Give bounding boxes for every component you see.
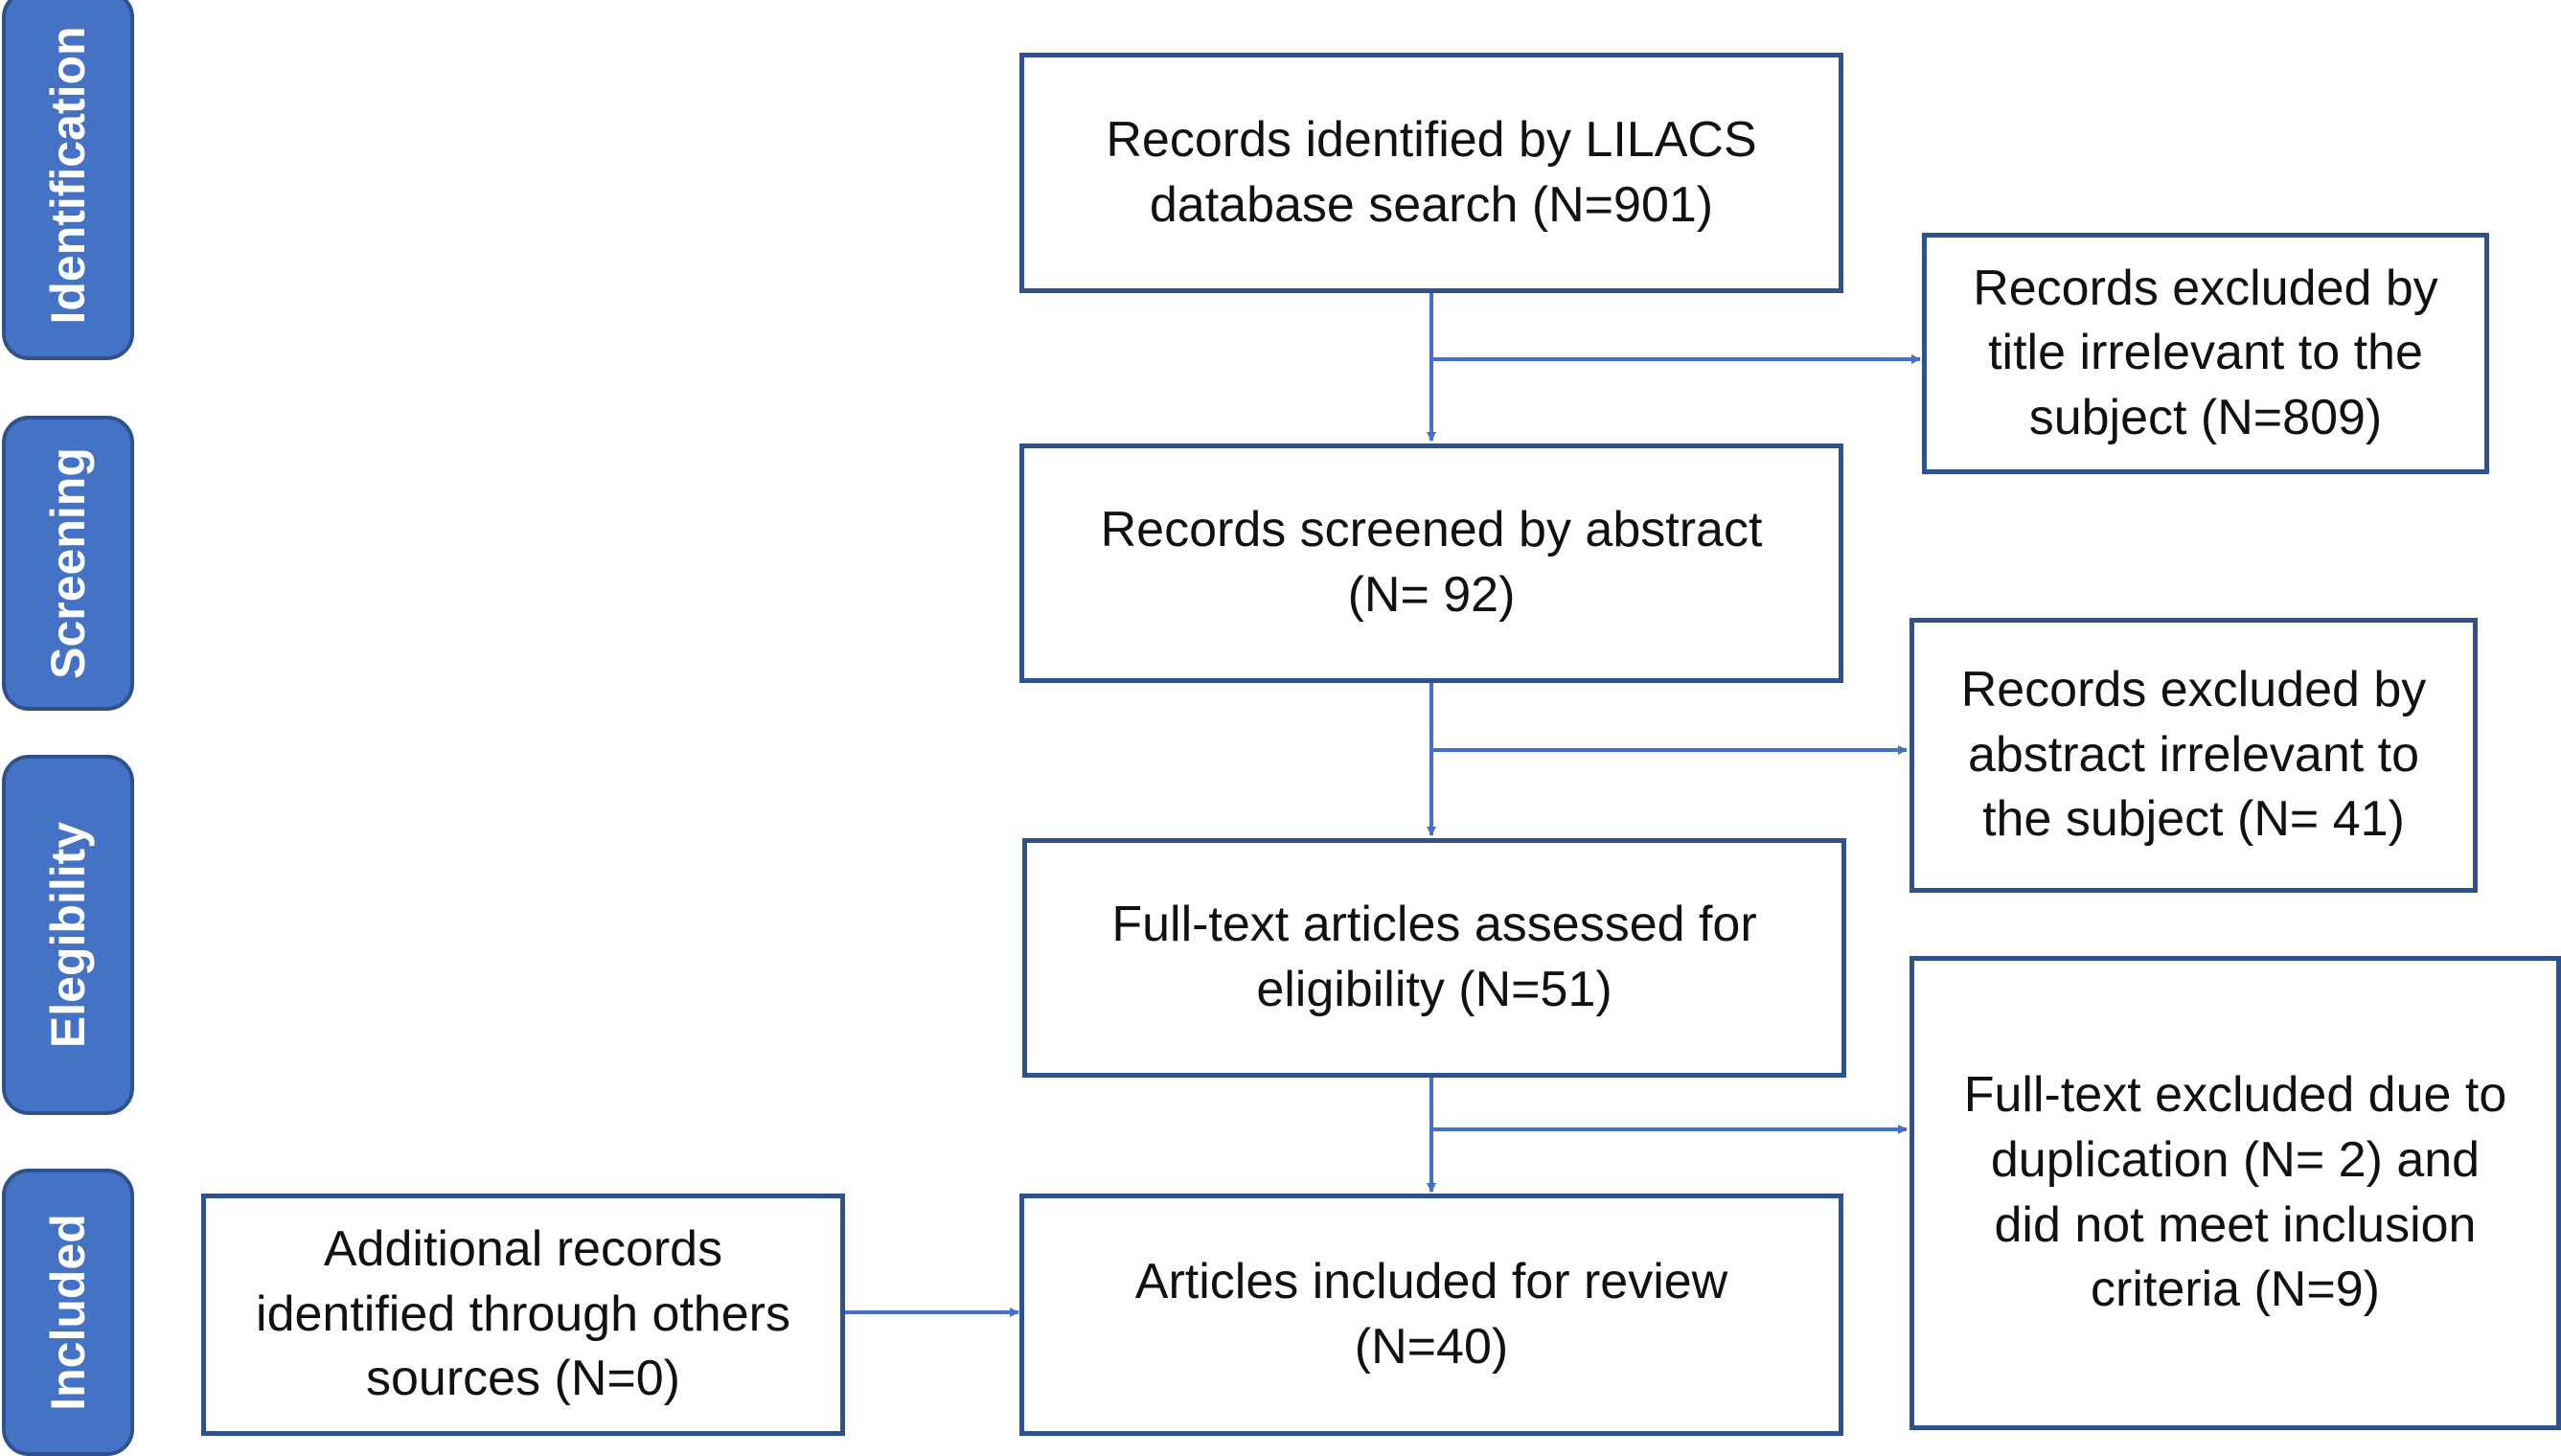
box-records-identified: Records identified by LILACS database se… bbox=[1019, 53, 1843, 293]
stage-elegibility: Elegibility bbox=[2, 755, 134, 1115]
box-records-screened-line-1: Records screened by abstract bbox=[1100, 502, 1763, 558]
box-records-screened: Records screened by abstract (N= 92) bbox=[1019, 444, 1843, 683]
box-fulltext-assessed-line-2: eligibility (N=51) bbox=[1256, 962, 1612, 1017]
box-excluded-abstract: Records excluded by abstract irrelevant … bbox=[1909, 618, 2478, 893]
box-articles-included: Articles included for review (N=40) bbox=[1019, 1194, 1843, 1436]
box-excluded-title-line-1: Records excluded by bbox=[1973, 260, 2438, 316]
box-records-identified-line-1: Records identified by LILACS bbox=[1106, 111, 1757, 168]
box-additional-records-line-1: Additional records bbox=[323, 1221, 723, 1278]
box-excluded-abstract-line-1: Records excluded by bbox=[1960, 662, 2427, 718]
box-records-identified-line-2: database search (N=901) bbox=[1149, 176, 1714, 233]
box-excluded-fulltext: Full-text excluded due to duplication (N… bbox=[1909, 956, 2561, 1430]
box-excluded-abstract-line-2: abstract irrelevant to bbox=[1967, 726, 2420, 783]
box-additional-records-line-3: sources (N=0) bbox=[366, 1351, 680, 1407]
box-excluded-title-line-3: subject (N=809) bbox=[2028, 389, 2383, 445]
box-excluded-abstract-line-3: the subject (N= 41) bbox=[1982, 791, 2405, 848]
box-fulltext-assessed: Full-text articles assessed for eligibil… bbox=[1022, 838, 1846, 1078]
box-excluded-fulltext-line-3: did not meet inclusion bbox=[1994, 1196, 2477, 1253]
stage-screening: Screening bbox=[2, 416, 134, 711]
box-articles-included-line-2: (N=40) bbox=[1354, 1318, 1509, 1375]
box-excluded-fulltext-line-1: Full-text excluded due to bbox=[1963, 1067, 2507, 1124]
box-excluded-title: Records excluded by title irrelevant to … bbox=[1922, 233, 2489, 474]
box-excluded-fulltext-line-4: criteria (N=9) bbox=[2091, 1262, 2380, 1318]
box-excluded-fulltext-line-2: duplication (N= 2) and bbox=[1990, 1131, 2481, 1188]
box-additional-records-line-2: identified through others bbox=[256, 1285, 790, 1342]
box-excluded-title-line-2: title irrelevant to the bbox=[1988, 325, 2423, 381]
stage-identification: Identification bbox=[2, 0, 134, 360]
box-records-screened-line-2: (N= 92) bbox=[1347, 567, 1516, 623]
box-fulltext-assessed-line-1: Full-text articles assessed for bbox=[1111, 897, 1757, 953]
box-articles-included-line-1: Articles included for review bbox=[1134, 1253, 1728, 1309]
box-additional-records: Additional records identified through ot… bbox=[201, 1194, 845, 1436]
